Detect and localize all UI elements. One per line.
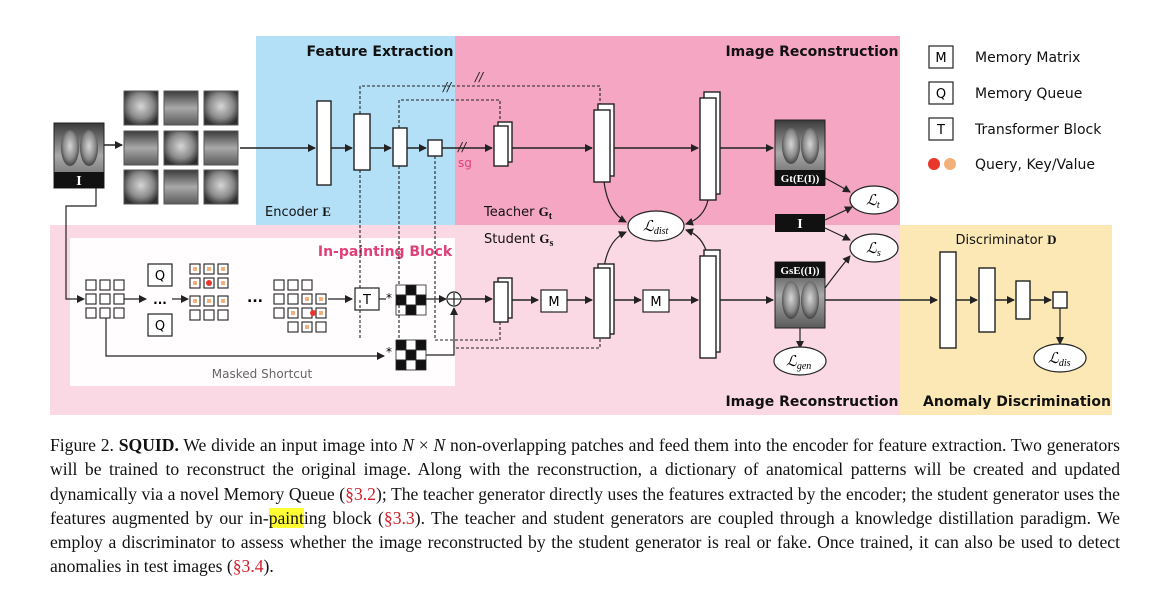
skip-break-mark-2: // [474,70,485,84]
loss-distillation-label: ℒdist [643,219,668,237]
memory-matrix-label-2: M [650,295,661,310]
squid-architecture-diagram: Feature Extraction Image Reconstruction … [50,36,1112,415]
caption-ref-inpainting[interactable]: §3.3 [383,507,415,528]
memory-queue-label-top: Q [155,269,165,284]
teacher-output-label: Gt(E(I)) [781,173,820,185]
caption-math-n1: N [402,435,414,455]
discriminator-blocks [939,251,1068,349]
memory-queue-ellipsis: ... [153,293,167,307]
memory-queue-box-bottom [147,313,173,337]
caption-highlight: paint [268,507,304,528]
memory-matrix-box-1 [540,289,568,313]
image-reconstruction-top-title: Image Reconstruction [725,44,898,60]
loss-discriminator-label: ℒdis [1048,351,1071,369]
anomaly-discrimination-region [900,225,1112,415]
legend-label-query: Query, Key/Value [975,157,1095,173]
caption-ref-memory-queue[interactable]: §3.2 [345,483,376,504]
legend: M Memory Matrix Q Memory Queue T Transfo… [928,45,1102,173]
legend-symbol-memory: M [935,51,946,66]
caption-text-6: ). [263,556,274,577]
caption-math-n2: N [433,435,446,455]
image-patches-grid [123,90,239,205]
mask-checkerboard-bottom [395,339,427,371]
student-generator-blocks [493,249,721,359]
memory-queue-label-bottom: Q [155,319,165,334]
loss-discriminator-node [1033,343,1087,373]
query-key-markers [193,267,323,329]
student-label: Student Gs [484,231,553,249]
encoder-blocks [316,100,443,186]
legend-label-transformer: Transformer Block [974,122,1102,138]
caption-title: SQUID. [118,435,179,455]
patch-ellipsis: ... [247,290,263,306]
caption-figure-number: Figure 2. [50,435,114,455]
skip-break-mark-1: // [442,80,453,94]
masked-shortcut-label: Masked Shortcut [212,367,313,381]
legend-label-memory: Memory Matrix [975,50,1080,66]
loss-teacher-node [849,185,899,215]
teacher-output-xray [774,119,826,186]
teacher-label: Teacher Gt [483,204,553,222]
stop-gradient-slash: // [457,140,468,154]
loss-student-label: ℒs [866,241,881,259]
memory-matrix-label-1: M [548,295,559,310]
legend-keyvalue-dot [944,158,956,170]
student-skip-connections [359,300,601,349]
ground-truth-image-box [775,214,825,232]
figure-caption: Figure 2. SQUID. We divide an input imag… [50,433,1120,579]
inpainting-block-title: In-painting Block [318,244,453,260]
caption-text-5: ). The teacher and student generators ar… [50,507,1120,577]
teacher-generator-blocks [493,91,721,201]
anomaly-discrimination-title: Anomaly Discrimination [923,394,1111,410]
input-xray-image [53,122,105,189]
mask-checkerboard-top [395,284,427,316]
discriminator-label: Discriminator D [956,232,1057,248]
legend-symbol-transformer: T [936,123,945,138]
caption-text-1: We divide an input image into [183,435,398,455]
memory-queue-box-top [147,263,173,287]
caption-text-4: ing block ( [303,507,384,528]
loss-distillation-node [627,210,685,242]
encoder-label: Encoder E [265,204,331,220]
image-reconstruction-top-region [455,36,900,225]
memory-matrix-box-2 [642,289,670,313]
caption-text-3: ); The teacher generator directly uses t… [50,483,1120,528]
feature-extraction-title: Feature Extraction [307,44,454,60]
mask-multiply-star-top: * [386,291,392,305]
legend-symbol-queue: Q [936,87,946,102]
caption-ref-discriminator[interactable]: §3.4 [232,556,264,577]
caption-math-times: × [418,435,429,455]
stop-gradient-label: sg [458,156,472,170]
input-image-label: I [76,174,81,189]
ground-truth-image-label: I [797,217,802,232]
loss-student-node [849,233,899,263]
student-output-label: GsE((I)) [780,265,819,277]
legend-query-dot [928,158,940,170]
image-reconstruction-bottom-title: Image Reconstruction [725,394,898,410]
loss-generator-node [773,346,827,376]
caption-text-2: non-overlapping patches and feed them in… [50,435,1120,504]
skip-connections [359,85,601,300]
mask-multiply-star-bottom: * [386,345,392,359]
transformer-block-label: T [362,293,371,308]
inpainting-block-region [70,238,455,386]
loss-generator-label: ℒgen [786,354,811,372]
loss-teacher-label: ℒt [866,193,880,211]
legend-label-queue: Memory Queue [975,86,1082,102]
